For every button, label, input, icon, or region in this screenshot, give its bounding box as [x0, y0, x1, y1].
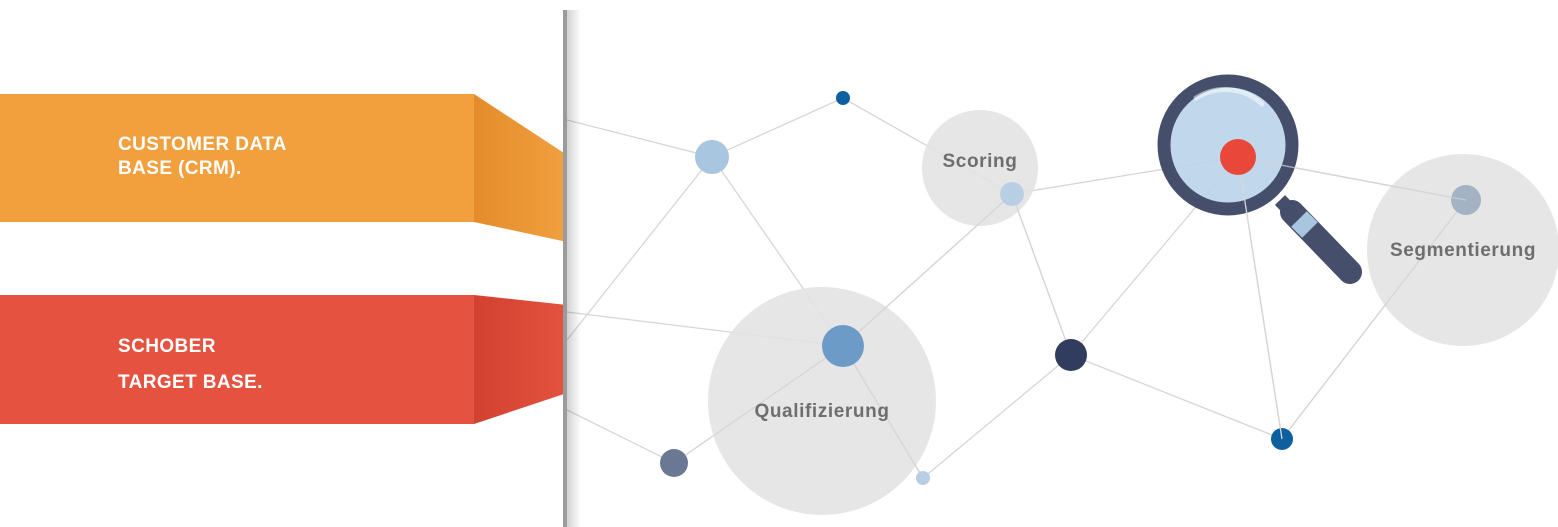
network-node	[660, 449, 688, 477]
banner-line: SCHOBER	[118, 336, 216, 357]
segmentierung-label: Segmentierung	[1390, 240, 1536, 261]
bubbles	[708, 110, 1558, 515]
customer-data-base-banner: CUSTOMER DATA BASE (CRM).	[0, 94, 567, 242]
qualifizierung-label: Qualifizierung	[754, 401, 889, 422]
banner-line: CUSTOMER DATA	[118, 134, 287, 155]
network-node	[822, 325, 864, 367]
segmentierung-bubble	[1367, 154, 1558, 346]
magnifying-glass-icon	[1157, 74, 1467, 440]
scoring-label: Scoring	[943, 151, 1018, 172]
network-node	[1000, 182, 1024, 206]
banner-line: TARGET BASE.	[118, 372, 263, 393]
qualifizierung-bubble	[708, 287, 936, 515]
network-node	[916, 471, 930, 485]
network-node	[836, 91, 850, 105]
network-node	[1055, 339, 1087, 371]
network-node	[695, 140, 729, 174]
divider	[563, 10, 581, 527]
schober-target-base-banner: SCHOBER TARGET BASE.	[0, 295, 567, 424]
banner-line: BASE (CRM).	[118, 158, 242, 179]
highlighted-node	[1220, 139, 1256, 175]
